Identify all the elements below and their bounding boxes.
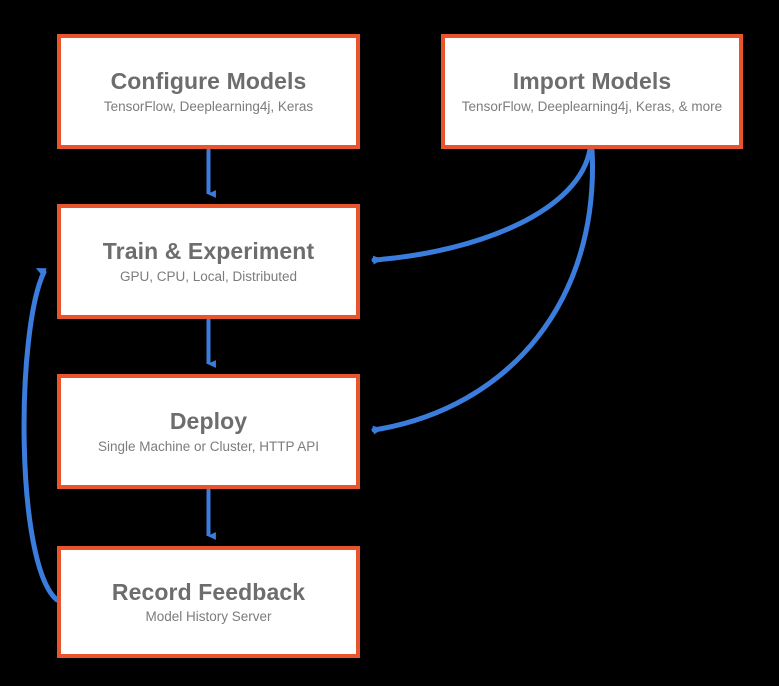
- node-title: Train & Experiment: [102, 238, 315, 265]
- node-train-and-experiment[interactable]: Train & Experiment GPU, CPU, Local, Dist…: [57, 204, 360, 319]
- node-title: Record Feedback: [111, 578, 306, 605]
- node-subtitle: GPU, CPU, Local, Distributed: [119, 268, 298, 284]
- node-subtitle: Model History Server: [145, 609, 272, 625]
- edge-import-to-deploy: [371, 146, 595, 435]
- node-record-feedback[interactable]: Record Feedback Model History Server: [57, 546, 360, 658]
- node-configure-models[interactable]: Configure Models TensorFlow, Deeplearnin…: [57, 34, 360, 149]
- node-title: Deploy: [169, 408, 248, 435]
- node-subtitle: TensorFlow, Deeplearning4j, Keras, & mor…: [461, 98, 723, 114]
- edge-import-to-train: [371, 146, 593, 265]
- node-subtitle: TensorFlow, Deeplearning4j, Keras: [103, 98, 314, 114]
- node-title: Configure Models: [110, 68, 307, 95]
- node-import-models[interactable]: Import Models TensorFlow, Deeplearning4j…: [441, 34, 743, 149]
- edge-record-to-train: [21, 268, 60, 603]
- node-deploy[interactable]: Deploy Single Machine or Cluster, HTTP A…: [57, 374, 360, 489]
- node-subtitle: Single Machine or Cluster, HTTP API: [97, 438, 320, 454]
- node-title: Import Models: [512, 68, 672, 95]
